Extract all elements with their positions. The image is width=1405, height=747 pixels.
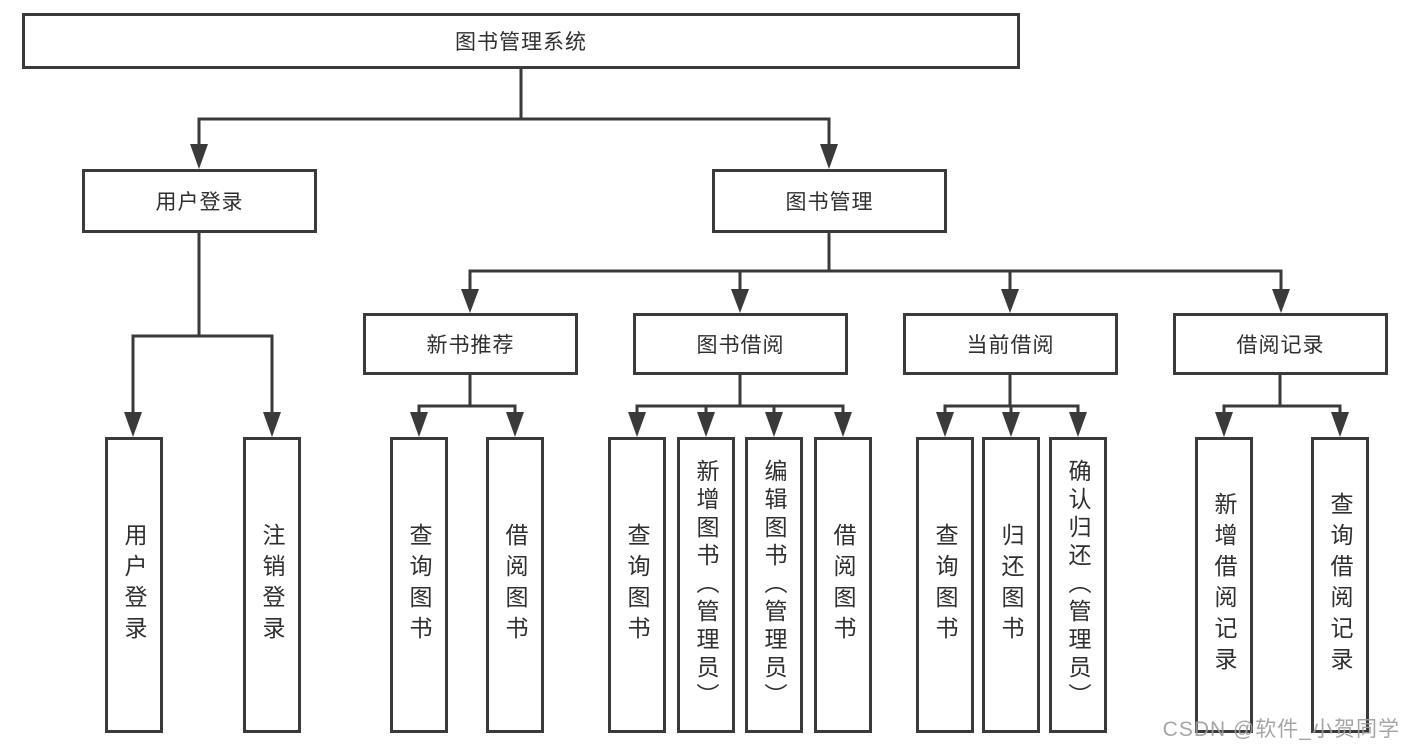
leaf-label: 借阅图书 — [502, 523, 528, 647]
leaf-label: 新增借阅记录 — [1211, 492, 1237, 678]
leaf-label: 查询图书 — [624, 523, 650, 647]
node-book-management: 图书管理 — [712, 169, 947, 233]
leaf-confirm-return-admin: 确认归还（管理员） — [1049, 437, 1107, 733]
leaf-add-borrow-record: 新增借阅记录 — [1195, 437, 1253, 733]
leaf-label: 归还图书 — [998, 523, 1024, 647]
leaf-label: 查询借阅记录 — [1327, 492, 1353, 678]
leaf-label: 借阅图书 — [830, 523, 856, 647]
leaf-query-books-borrow: 查询图书 — [608, 437, 666, 733]
leaf-user-login: 用户登录 — [105, 437, 163, 733]
leaf-borrow-books-recommend: 借阅图书 — [486, 437, 544, 733]
node-new-book-recommend: 新书推荐 — [363, 313, 578, 375]
leaf-label: 用户登录 — [121, 523, 147, 647]
node-user-login: 用户登录 — [82, 169, 317, 233]
node-borrow-record: 借阅记录 — [1173, 313, 1388, 375]
csdn-watermark: CSDN @软件_小贺同学 — [1162, 718, 1400, 741]
leaf-label: 注销登录 — [259, 523, 285, 647]
leaf-query-books-current: 查询图书 — [916, 437, 974, 733]
node-library-management-system: 图书管理系统 — [22, 13, 1020, 69]
leaf-label: 编辑图书（管理员） — [761, 459, 787, 711]
leaf-logout: 注销登录 — [243, 437, 301, 733]
leaf-borrow-books: 借阅图书 — [814, 437, 872, 733]
node-book-borrow: 图书借阅 — [633, 313, 848, 375]
leaf-edit-books-admin: 编辑图书（管理员） — [745, 437, 803, 733]
leaf-query-books-recommend: 查询图书 — [390, 437, 448, 733]
leaf-label: 确认归还（管理员） — [1065, 459, 1091, 711]
node-current-borrow: 当前借阅 — [903, 313, 1118, 375]
leaf-add-books-admin: 新增图书（管理员） — [677, 437, 735, 733]
leaf-label: 新增图书（管理员） — [693, 459, 719, 711]
leaf-return-books: 归还图书 — [982, 437, 1040, 733]
leaf-query-borrow-record: 查询借阅记录 — [1311, 437, 1369, 733]
leaf-label: 查询图书 — [406, 523, 432, 647]
leaf-label: 查询图书 — [932, 523, 958, 647]
